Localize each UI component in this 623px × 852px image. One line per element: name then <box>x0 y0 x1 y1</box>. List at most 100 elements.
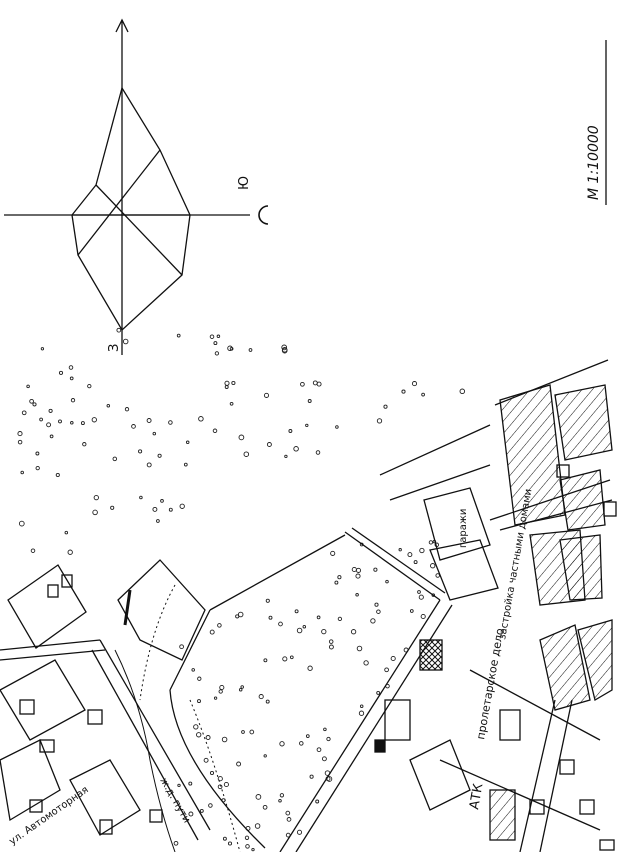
vegetation-dot <box>217 623 222 628</box>
vegetation-dot <box>80 421 85 426</box>
vegetation-dot <box>218 689 223 694</box>
vegetation-dot <box>229 401 234 406</box>
vegetation-dot <box>407 552 413 558</box>
vegetation-dot <box>254 823 261 829</box>
vegetation-dot <box>139 495 143 500</box>
vegetation-dot <box>358 710 365 716</box>
vegetation-dot <box>355 593 359 597</box>
vegetation-dot <box>316 615 321 620</box>
vegetation-dot <box>401 389 406 394</box>
vegetation-dot <box>265 699 270 704</box>
vegetation-dot <box>418 594 424 600</box>
vegetation-dot <box>183 462 188 467</box>
vegetation-dot <box>398 548 402 552</box>
vegetation-dot <box>188 781 193 786</box>
vegetation-dot <box>26 384 30 389</box>
vegetation-dot <box>265 598 270 603</box>
vegetation-dot <box>70 398 76 403</box>
vegetation-dot <box>18 520 25 527</box>
vegetation-dot <box>305 423 309 428</box>
vegetation-dot <box>355 573 361 579</box>
vegetation-dot <box>299 741 304 746</box>
vegetation-dot <box>309 774 314 779</box>
vegetation-dot <box>214 351 220 356</box>
vegetation-dot <box>196 732 202 738</box>
atk-label: АТК <box>467 782 486 810</box>
vegetation-dot <box>131 424 136 429</box>
vegetation-dot <box>263 658 268 663</box>
vegetation-dot <box>217 776 223 782</box>
vegetation-dot <box>255 794 262 800</box>
vegetation-dot <box>82 442 87 447</box>
vegetation-dot <box>236 761 242 767</box>
vegetation-dot <box>315 450 321 455</box>
vegetation-dot <box>307 399 312 403</box>
vegetation-dot <box>288 429 293 433</box>
vegetation-dot <box>237 611 244 618</box>
vegetation-dot <box>110 505 115 510</box>
vegetation-dot <box>435 573 440 578</box>
vegetation-dot <box>312 380 318 386</box>
vegetation-dot <box>29 398 34 404</box>
vegetation-dot <box>216 334 221 339</box>
vegetation-dot <box>213 696 218 700</box>
vegetation-dot <box>213 341 218 346</box>
vegetation-dot <box>199 808 204 813</box>
vegetation-dot <box>286 817 292 822</box>
vegetation-dot <box>420 613 426 620</box>
vegetation-dot <box>279 741 285 747</box>
vegetation-dot <box>122 338 129 345</box>
vegetation-dot <box>356 645 363 652</box>
vegetation-dot <box>321 628 327 635</box>
vegetation-dot <box>307 665 313 671</box>
vegetation-dot <box>337 575 342 580</box>
vegetation-dot <box>337 616 343 622</box>
private-house-plots <box>499 384 617 711</box>
vegetation-dot <box>384 667 389 673</box>
vegetation-dot <box>205 735 211 740</box>
vegetation-dot <box>212 428 218 434</box>
garages-block <box>423 487 499 601</box>
vegetation-dot <box>235 614 240 619</box>
vegetation-dot <box>39 417 43 422</box>
vegetation-dot <box>179 644 184 650</box>
vegetation-dot <box>185 440 190 445</box>
vegetation-dot <box>459 388 466 395</box>
vegetation-dot <box>240 685 244 689</box>
vegetation-dot <box>321 756 327 762</box>
vegetation-dot <box>268 615 273 620</box>
vegetation-dot <box>249 729 255 735</box>
vegetation-dot <box>198 416 204 422</box>
vegetation-dot <box>203 757 209 763</box>
vegetation-dot <box>263 392 270 398</box>
vegetation-dot <box>376 418 383 424</box>
vegetation-dot <box>238 434 245 441</box>
vegetation-dot <box>227 841 233 846</box>
vegetation-dot <box>421 392 425 397</box>
vegetation-dot <box>124 407 130 412</box>
vegetation-dot <box>431 593 436 597</box>
vegetation-dot <box>243 451 250 457</box>
vegetation-dot <box>152 431 157 436</box>
vegetation-dot <box>116 327 122 333</box>
vegetation-dot <box>157 453 162 458</box>
vegetation-dot <box>334 580 339 585</box>
vegetation-dot <box>219 684 225 691</box>
vegetation-dot <box>315 799 320 804</box>
buildings <box>0 559 206 836</box>
vegetation-dot <box>411 381 418 387</box>
vegetation-dot <box>335 425 339 429</box>
vegetation-dot <box>244 835 250 840</box>
vegetation-dot <box>156 519 160 523</box>
vegetation-dot <box>258 694 264 700</box>
vegetation-dot <box>223 781 229 788</box>
vegetation-dot <box>55 472 60 478</box>
vegetation-dot <box>93 494 99 501</box>
street-label: ул. Автомоторная <box>7 785 90 848</box>
vegetation-dot <box>238 687 243 692</box>
vegetation-dot <box>222 836 227 841</box>
vegetation-dot <box>32 402 37 407</box>
vegetation-dot <box>390 655 396 662</box>
vegetation-dot <box>231 380 236 386</box>
vegetation-dot <box>17 431 23 437</box>
